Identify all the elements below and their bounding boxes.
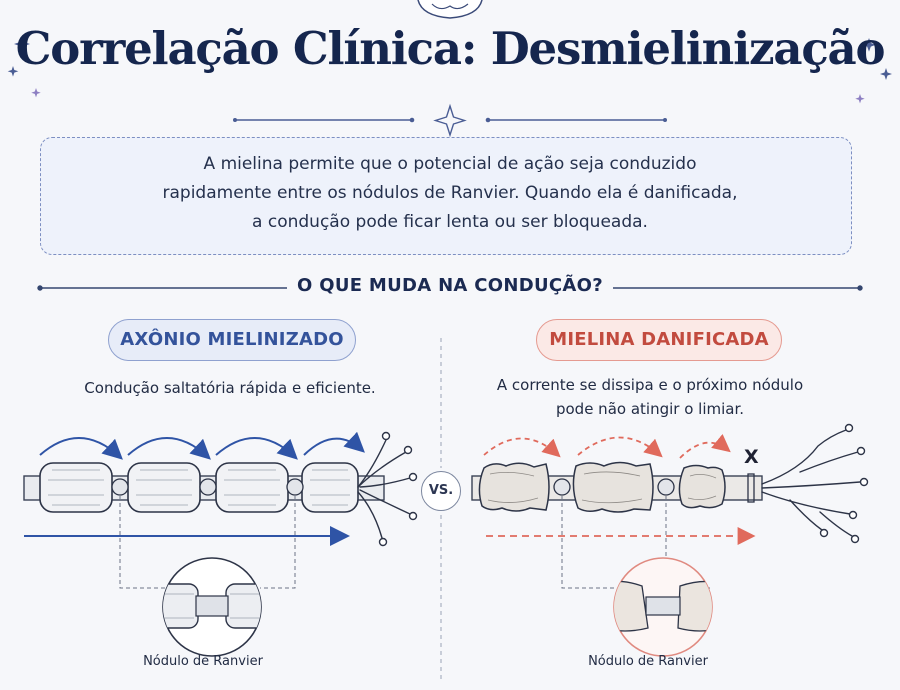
- damaged-myelin-sheath: [478, 461, 726, 513]
- ranvier-node: [111, 478, 304, 496]
- ranvier-node-zoom: [162, 557, 262, 657]
- saltatory-jump-arrow: [39, 431, 365, 460]
- callout-lines: [119, 496, 296, 589]
- weak-jump-arrow: [483, 433, 731, 459]
- page-title: Correlação Clínica: Desmielinização: [15, 22, 886, 75]
- damaged-myelin-label: MIELINA DANIFICADA: [536, 319, 782, 361]
- healthy-axon: [23, 431, 418, 547]
- sparkle-icon: [7, 36, 892, 104]
- section-heading: O QUE MUDA NA CONDUÇÃO?: [0, 275, 900, 296]
- damaged-myelin-description: A corrente se dissipa e o próximo nódulo…: [496, 376, 804, 418]
- healthy-axon-description: Condução saltatória rápida e eficiente.: [84, 379, 376, 397]
- healthy-axon-label: AXÔNIO MIELINIZADO: [108, 319, 356, 361]
- vs-badge: VS.: [421, 471, 461, 511]
- ranvier-node-caption: Nódulo de Ranvier: [143, 654, 263, 669]
- damaged-axon: [471, 423, 869, 545]
- damaged-node-zoom: [613, 557, 713, 657]
- axon-terminal: [761, 423, 869, 544]
- intro-text: A mielina permite que o potencial de açã…: [162, 154, 738, 232]
- ranvier-node: [553, 478, 675, 496]
- conduction-block-mark: X: [744, 446, 759, 468]
- section-divider: [37, 285, 863, 291]
- section-heading-label: O QUE MUDA NA CONDUÇÃO?: [287, 275, 613, 296]
- damaged-node-caption: Nódulo de Ranvier: [588, 654, 708, 669]
- intro-box: [40, 137, 852, 255]
- myelin-sheath: [39, 462, 359, 513]
- conduction-block-band: [747, 473, 755, 503]
- axon-terminal: [357, 431, 418, 547]
- title-divider: [233, 103, 667, 138]
- brain-icon: [417, 0, 483, 19]
